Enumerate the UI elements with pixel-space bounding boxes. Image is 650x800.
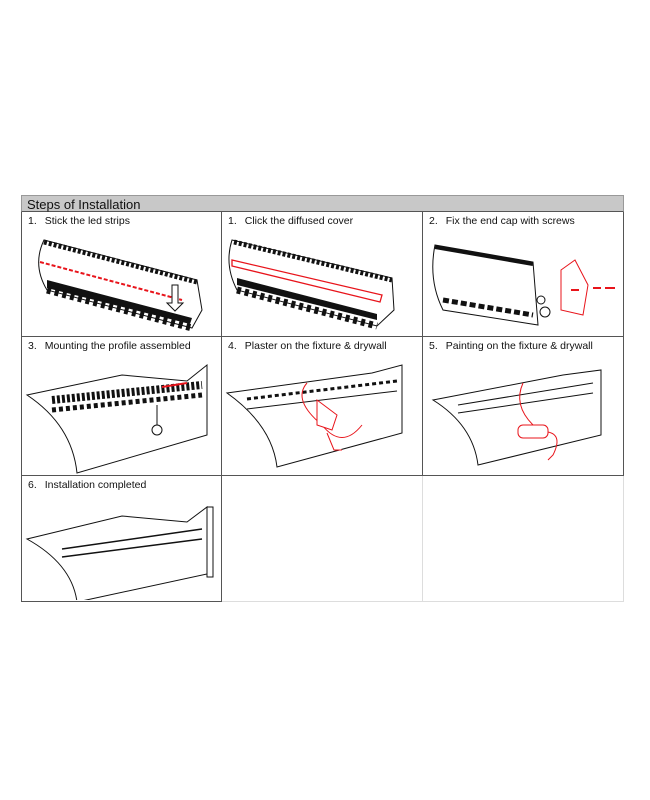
step-label: Plaster on the fixture & drywall <box>244 340 387 352</box>
step-plaster: 4. Plaster on the fixture & drywall <box>222 337 423 476</box>
step-label: Mounting the profile assembled <box>44 340 191 352</box>
step-fix-end-cap: 2. Fix the end cap with screws <box>423 212 624 337</box>
mounting-illustration <box>25 363 208 474</box>
step-label: Stick the led strips <box>44 215 130 227</box>
completed-illustration <box>25 506 214 600</box>
installation-steps-sheet: Steps of Installation 1. Stick the led st… <box>21 195 624 602</box>
step-number: 4. <box>228 340 237 352</box>
sheet-title: Steps of Installation <box>21 195 624 212</box>
step-number: 5. <box>429 340 438 352</box>
step-label: Click the diffused cover <box>244 215 354 227</box>
step-painting: 5. Painting on the fixture & drywall <box>423 337 624 476</box>
end-cap-illustration <box>432 244 615 326</box>
plaster-illustration <box>225 364 403 468</box>
step-number: 6. <box>28 479 37 491</box>
step-label: Fix the end cap with screws <box>445 215 575 227</box>
painting-illustration <box>431 369 602 466</box>
step-label: Installation completed <box>44 479 147 491</box>
profile-led-strip-illustration <box>38 239 203 332</box>
step-click-diffused-cover: 1. Click the diffused cover <box>222 212 423 337</box>
step-number: 2. <box>429 215 438 227</box>
step-number: 1. <box>28 215 37 227</box>
step-label: Painting on the fixture & drywall <box>445 340 593 352</box>
step-stick-led-strips: 1. Stick the led strips <box>21 212 222 337</box>
step-mounting-profile: 3. Mounting the profile assembled <box>21 337 222 476</box>
empty-cell <box>222 476 423 602</box>
diffused-cover-illustration <box>228 239 395 330</box>
empty-cell <box>423 476 624 602</box>
step-number: 1. <box>228 215 237 227</box>
step-number: 3. <box>28 340 37 352</box>
step-installation-completed: 6. Installation completed <box>21 476 222 602</box>
